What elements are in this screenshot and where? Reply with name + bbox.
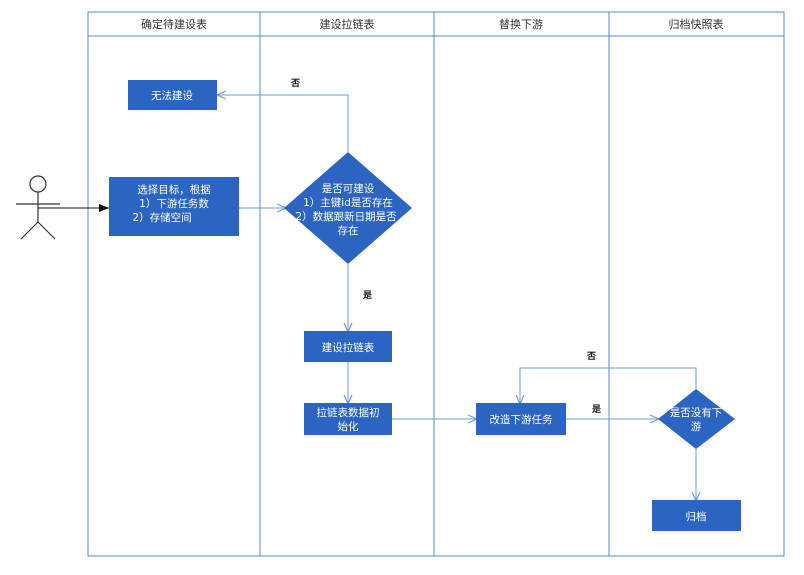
lane-title-confirm-table: 确定待建设表 xyxy=(141,17,207,31)
decision-line-1: 是否可建设 xyxy=(322,182,375,195)
edge-label-no-2: 否 xyxy=(586,351,596,362)
node-cannot-build: 无法建设 xyxy=(128,80,217,110)
edge-label-yes-2: 是 xyxy=(591,404,602,415)
decision-line-2: 1）主键id是否存在 xyxy=(303,196,393,209)
edges xyxy=(38,95,696,500)
node-select-target-line-3: 2）存储空间 xyxy=(132,211,191,224)
edge-decision2-to-modify xyxy=(520,367,697,403)
node-select-target: 选择目标，根据 1）下游任务数 2）存储空间 xyxy=(109,177,239,236)
node-archive-label: 归档 xyxy=(686,510,707,523)
node-modify-downstream: 改造下游任务 xyxy=(476,403,566,435)
lane-title-replace-downstream: 替换下游 xyxy=(499,17,543,31)
lane-title-archive-snapshot: 归档快照表 xyxy=(669,17,724,31)
actor-icon xyxy=(16,175,60,240)
decision2-line-1: 是否没有下 xyxy=(670,406,723,419)
node-modify-downstream-label: 改造下游任务 xyxy=(490,413,553,426)
edge-decision-to-cannot xyxy=(218,95,349,152)
decision-line-3: 2）数据跟新日期是否 xyxy=(295,210,397,223)
edge-label-no-1: 否 xyxy=(290,78,300,89)
node-no-downstream-decision: 是否没有下 游 xyxy=(658,389,735,449)
decision-line-4: 存在 xyxy=(338,224,359,237)
node-build-zipper-label: 建设拉链表 xyxy=(322,341,375,354)
node-cannot-build-label: 无法建设 xyxy=(151,89,193,102)
node-archive: 归档 xyxy=(652,500,741,531)
node-init-zipper-line-2: 始化 xyxy=(338,420,359,433)
node-build-zipper: 建设拉链表 xyxy=(304,331,392,362)
lane-title-build-zipper: 建设拉链表 xyxy=(320,17,375,31)
decision2-line-2: 游 xyxy=(691,420,702,433)
node-select-target-line-2: 1）下游任务数 xyxy=(139,197,209,210)
node-init-zipper-line-1: 拉链表数据初 xyxy=(317,406,380,419)
swimlane-frame xyxy=(87,11,785,557)
node-select-target-line-1: 选择目标，根据 xyxy=(137,183,211,196)
edge-label-yes-1: 是 xyxy=(362,290,373,301)
node-init-zipper: 拉链表数据初 始化 xyxy=(304,403,392,435)
node-can-build-decision: 是否可建设 1）主键id是否存在 2）数据跟新日期是否 存在 xyxy=(284,152,412,264)
